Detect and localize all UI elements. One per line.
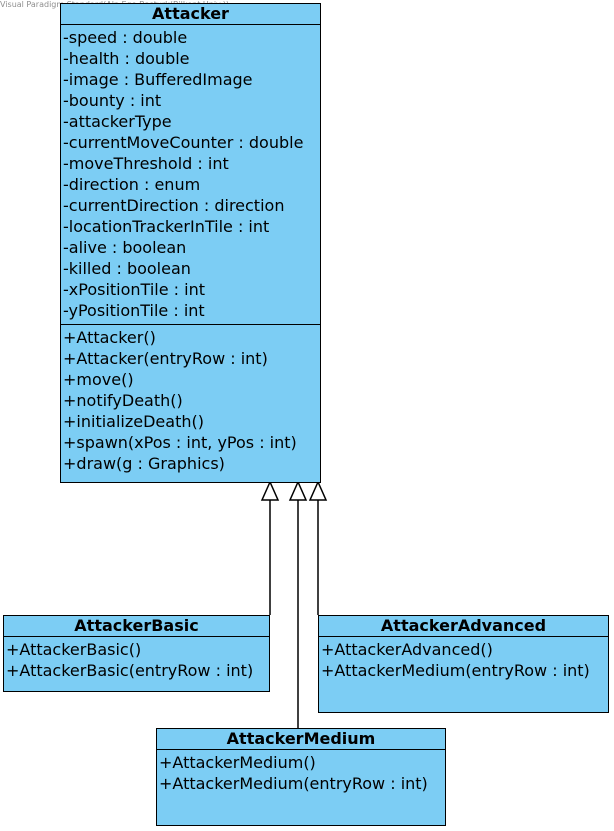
class-attacker[interactable]: Attacker -speed : double -health : double… xyxy=(60,3,321,483)
class-name: AttackerAdvanced xyxy=(319,616,608,637)
operation-compartment: +AttackerMedium() +AttackerMedium(entryRo… xyxy=(157,750,445,794)
operation: +initializeDeath() xyxy=(63,412,204,431)
operation: +AttackerMedium(entryRow : int) xyxy=(159,774,428,793)
operation: +draw(g : Graphics) xyxy=(63,454,225,473)
operation: +AttackerBasic(entryRow : int) xyxy=(6,661,254,680)
attribute: -currentMoveCounter : double xyxy=(63,133,304,152)
operation: +notifyDeath() xyxy=(63,391,183,410)
operation: +AttackerMedium(entryRow : int) xyxy=(321,661,590,680)
attribute: -alive : boolean xyxy=(63,238,187,257)
operation-compartment: +AttackerAdvanced() +AttackerMedium(entry… xyxy=(319,637,608,681)
attribute: -speed : double xyxy=(63,28,188,47)
operation-compartment: +AttackerBasic() +AttackerBasic(entryRow … xyxy=(4,637,269,681)
operation: +Attacker() xyxy=(63,328,156,347)
attribute: -attackerType xyxy=(63,112,172,131)
operation: +spawn(xPos : int, yPos : int) xyxy=(63,433,297,452)
class-name: AttackerMedium xyxy=(157,729,445,750)
operation: +AttackerBasic() xyxy=(6,640,142,659)
attribute-compartment: -speed : double -health : double -image : … xyxy=(61,25,320,325)
attribute: -health : double xyxy=(63,49,190,68)
attribute: -image : BufferedImage xyxy=(63,70,253,89)
operation: +Attacker(entryRow : int) xyxy=(63,349,268,368)
attribute: -locationTrackerInTile : int xyxy=(63,217,270,236)
operation: +AttackerMedium() xyxy=(159,753,316,772)
attribute: -moveThreshold : int xyxy=(63,154,229,173)
class-attacker-advanced[interactable]: AttackerAdvanced +AttackerAdvanced()+Att… xyxy=(318,615,609,713)
operation: +AttackerAdvanced() xyxy=(321,640,493,659)
attribute: -currentDirection : direction xyxy=(63,196,285,215)
attribute: -xPositionTile : int xyxy=(63,280,205,299)
class-name: Attacker xyxy=(61,4,320,25)
attribute: -killed : boolean xyxy=(63,259,191,278)
attribute: -yPositionTile : int xyxy=(63,301,205,320)
class-attacker-basic[interactable]: AttackerBasic +AttackerBasic()+AttackerB… xyxy=(3,615,270,692)
generalization-arrowhead-advanced xyxy=(308,480,328,501)
generalization-arrowhead-basic xyxy=(260,480,280,501)
operation: +move() xyxy=(63,370,134,389)
generalization-arrowhead-medium xyxy=(288,480,308,501)
attribute: -bounty : int xyxy=(63,91,162,110)
class-attacker-medium[interactable]: AttackerMedium +AttackerMedium()+Attacke… xyxy=(156,728,446,826)
class-name: AttackerBasic xyxy=(4,616,269,637)
attribute: -direction : enum xyxy=(63,175,201,194)
operation-compartment: +Attacker() +Attacker(entryRow : int) +mov… xyxy=(61,325,320,474)
